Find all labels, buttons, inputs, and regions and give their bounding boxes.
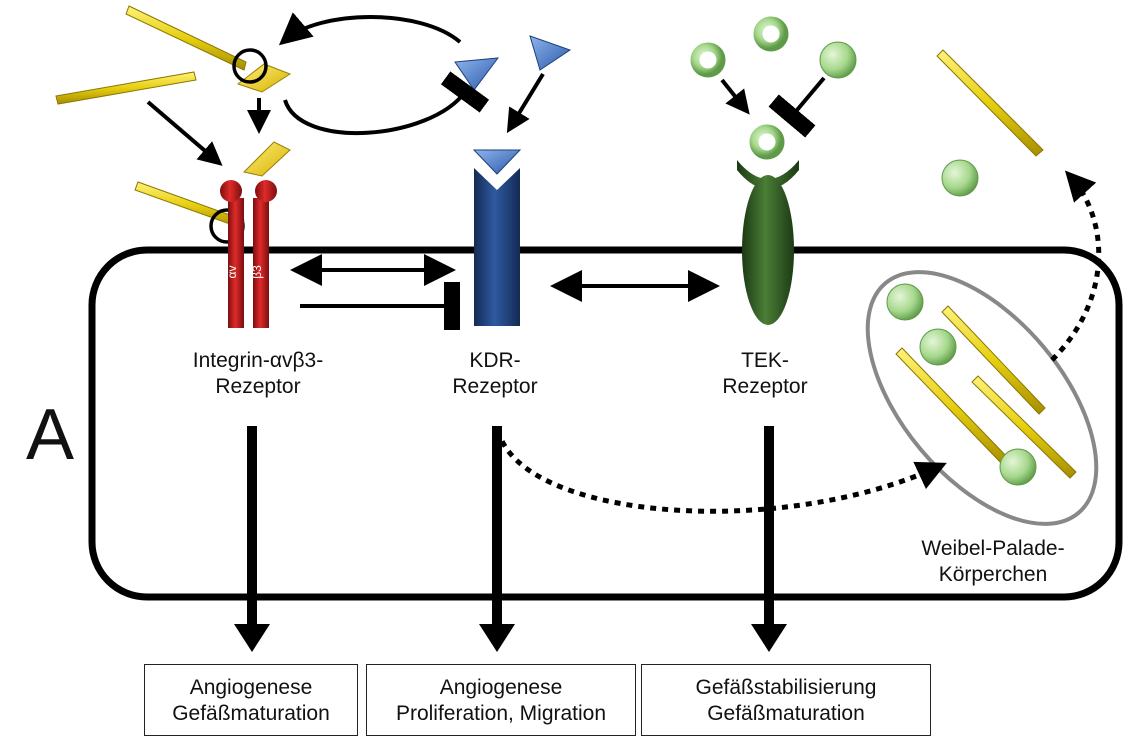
arrow-integrin-outcome: [234, 426, 270, 652]
panel-label: A: [26, 395, 75, 475]
tek-label: TEK- Rezeptor: [700, 348, 830, 400]
tek-receptor: [737, 160, 799, 325]
outcome-box-kdr: Angiogenese Proliferation, Migration: [366, 664, 636, 736]
vegf-ligand: [529, 35, 572, 71]
kdr-label-line2: Rezeptor: [452, 375, 538, 398]
outcome-box-tek: Gefäßstabilisierung Gefäßmaturation: [641, 664, 931, 736]
weibel-label-line1: Weibel-Palade-: [921, 537, 1065, 560]
vegf-ligand: [454, 57, 500, 91]
subunit-beta-3: β3: [250, 265, 264, 279]
binding-site-circle: [232, 48, 268, 84]
ligand-diamond: [243, 141, 291, 177]
tek-label-line1: TEK-: [741, 349, 789, 372]
arrow-kdr-outcome: [479, 426, 515, 652]
dotted-arrow-weibel-release: [1050, 170, 1102, 362]
weibel-palade-label: Weibel-Palade- Körperchen: [908, 536, 1078, 588]
arrow-ring-to-tek: [720, 78, 750, 115]
ligand-diamond: [236, 63, 292, 93]
weibel-label-line2: Körperchen: [938, 563, 1048, 586]
integrin-label: Integrin-αvβ3- Rezeptor: [168, 348, 348, 400]
subunit-alpha-v: αv: [225, 266, 239, 279]
outcome-line2: Proliferation, Migration: [395, 702, 607, 725]
outcome-line1: Angiogenese: [189, 676, 313, 699]
arrow-cycle-top: [278, 12, 462, 46]
outcome-line1: Angiogenese: [439, 676, 563, 699]
fibrin-rod: [125, 5, 247, 71]
outcome-line1: Gefäßstabilisierung: [695, 676, 877, 699]
kdr-receptor: [472, 149, 522, 326]
outcome-line2: Gefäßmaturation: [172, 702, 330, 725]
outcome-line2: Gefäßmaturation: [707, 702, 865, 725]
angiopoietin-ball: [819, 41, 857, 79]
dotted-arrow-kdr-to-weibel: [495, 429, 947, 514]
fibrin-rod: [55, 71, 197, 105]
inhibition-cycle-bottom: [283, 71, 490, 136]
integrin-receptor: αv β3: [220, 180, 277, 328]
arrow-vegf-to-kdr: [506, 72, 545, 134]
kdr-label: KDR- Rezeptor: [430, 348, 560, 400]
kdr-label-line1: KDR-: [469, 349, 521, 372]
inhibition-ball-to-tek: [768, 76, 826, 138]
angiopoietin-ring: [749, 124, 785, 160]
outcome-box-integrin: Angiogenese Gefäßmaturation: [144, 664, 358, 736]
angiopoietin-ring: [690, 42, 726, 78]
tek-label-line2: Rezeptor: [722, 375, 808, 398]
arrow-to-integrin: [146, 100, 223, 166]
arrow-tek-outcome: [751, 426, 787, 652]
angiopoietin-ring: [753, 16, 789, 52]
integrin-label-line2: Rezeptor: [215, 375, 301, 398]
integrin-label-line1: Integrin-αvβ3-: [192, 349, 324, 372]
weibel-palade-body: [865, 270, 1099, 526]
fibrin-rod: [936, 49, 1044, 157]
angiopoietin-ball: [941, 159, 979, 197]
cell-membrane: [88, 246, 1123, 601]
